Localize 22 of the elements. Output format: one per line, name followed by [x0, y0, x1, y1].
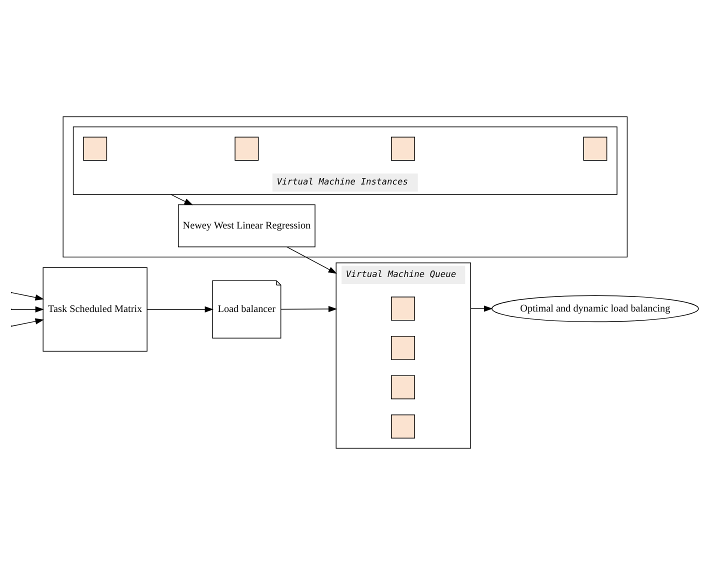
- arrow: [12, 318, 44, 326]
- node-box: [391, 374, 415, 399]
- node-box: [234, 136, 259, 160]
- node-box: [391, 296, 415, 320]
- node-box: Task Scheduled Matrix: [42, 266, 148, 352]
- cluster: Virtual Machine Queue: [336, 262, 471, 448]
- arrow: [146, 306, 214, 312]
- arrow: [286, 246, 338, 274]
- node-box: [391, 414, 415, 438]
- node-box: [83, 136, 108, 160]
- node-box: [583, 136, 608, 160]
- node-ellipse: Optimal and dynamic load balancing: [491, 294, 699, 322]
- arrow: [12, 306, 44, 312]
- node-box: [391, 335, 415, 360]
- node-box: Newey West Linear Regression: [178, 204, 316, 247]
- cluster: Virtual Machine Instances: [72, 126, 618, 194]
- arrow: [170, 194, 194, 205]
- cluster: [62, 116, 628, 257]
- arrow: [12, 292, 44, 300]
- arrow: [470, 305, 493, 312]
- node-box: [391, 136, 415, 160]
- arrow: [280, 305, 338, 312]
